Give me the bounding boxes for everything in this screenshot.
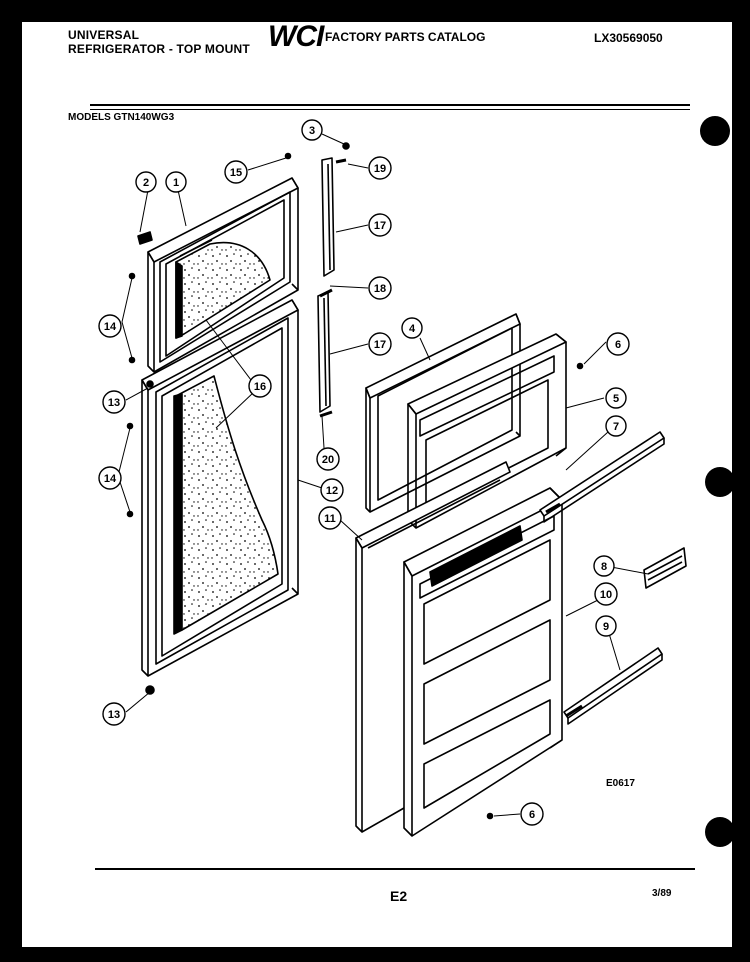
svg-text:19: 19 bbox=[374, 163, 386, 175]
bushing-icon bbox=[146, 380, 154, 388]
callout-17a: 17 bbox=[368, 213, 392, 237]
binder-hole-icon bbox=[705, 467, 735, 497]
handle-cap-icon bbox=[319, 288, 333, 298]
binder-hole-icon bbox=[705, 817, 735, 847]
screw-icon bbox=[576, 362, 584, 370]
svg-text:11: 11 bbox=[324, 513, 336, 525]
freezer-inner-panel bbox=[365, 313, 521, 513]
brand-line-1: UNIVERSAL bbox=[68, 28, 140, 42]
brand-line-2: REFRIGERATOR - TOP MOUNT bbox=[68, 42, 250, 56]
callout-8: 8 bbox=[593, 555, 615, 577]
callout-13b: 13 bbox=[102, 702, 126, 726]
callout-11: 11 bbox=[318, 506, 342, 530]
footer-rule bbox=[95, 868, 695, 870]
fresh-food-gasket bbox=[173, 375, 279, 635]
part-8-bracket bbox=[643, 547, 687, 589]
svg-text:9: 9 bbox=[603, 621, 609, 633]
screw-icon bbox=[126, 510, 134, 518]
handle-cap-icon bbox=[335, 158, 347, 164]
svg-text:15: 15 bbox=[230, 167, 242, 179]
svg-text:4: 4 bbox=[409, 323, 416, 335]
svg-text:17: 17 bbox=[374, 220, 386, 232]
callout-20: 20 bbox=[316, 447, 340, 471]
svg-text:6: 6 bbox=[529, 809, 535, 821]
doc-number: LX30569050 bbox=[594, 31, 663, 45]
models-label: MODELS GTN140WG3 bbox=[68, 112, 175, 123]
callout-group: 2 1 3 15 19 17 18 17 14 13 16 14 20 12 1… bbox=[98, 119, 630, 826]
binder-hole-icon bbox=[700, 116, 730, 146]
svg-text:14: 14 bbox=[104, 321, 117, 333]
shelf-9 bbox=[563, 647, 663, 725]
fresh-food-door-gasket-frame bbox=[355, 461, 511, 833]
header-rule bbox=[90, 104, 690, 106]
svg-text:7: 7 bbox=[613, 421, 619, 433]
svg-text:8: 8 bbox=[601, 561, 607, 573]
freezer-door-panel bbox=[147, 177, 299, 373]
lower-handle bbox=[317, 291, 331, 413]
callout-14a: 14 bbox=[98, 314, 122, 338]
callout-6a: 6 bbox=[606, 332, 630, 356]
callout-12: 12 bbox=[320, 478, 344, 502]
handle-cap-icon bbox=[319, 410, 333, 418]
svg-text:12: 12 bbox=[326, 485, 338, 497]
freezer-gasket bbox=[175, 239, 271, 339]
screw-icon bbox=[486, 812, 494, 820]
callout-3: 3 bbox=[301, 119, 323, 141]
catalog-title: FACTORY PARTS CATALOG bbox=[325, 30, 486, 44]
callout-10: 10 bbox=[594, 582, 618, 606]
leader-lines bbox=[117, 133, 649, 817]
callout-4: 4 bbox=[401, 317, 423, 339]
screw-icon bbox=[342, 142, 350, 150]
callout-5: 5 bbox=[605, 387, 627, 409]
svg-text:16: 16 bbox=[254, 381, 266, 393]
callout-13a: 13 bbox=[102, 390, 126, 414]
page-number: E2 bbox=[390, 888, 408, 904]
svg-text:18: 18 bbox=[374, 283, 386, 295]
callout-16: 16 bbox=[248, 374, 272, 398]
callout-6b: 6 bbox=[520, 802, 544, 826]
callout-15: 15 bbox=[224, 160, 248, 184]
svg-text:5: 5 bbox=[613, 393, 619, 405]
callout-1: 1 bbox=[165, 171, 187, 193]
plug-icon bbox=[284, 152, 292, 160]
svg-text:14: 14 bbox=[104, 473, 117, 485]
callout-2: 2 bbox=[135, 171, 157, 193]
callout-9: 9 bbox=[595, 615, 617, 637]
header-rule-thin bbox=[90, 109, 690, 110]
callout-14b: 14 bbox=[98, 466, 122, 490]
callout-19: 19 bbox=[368, 156, 392, 180]
svg-text:10: 10 bbox=[600, 589, 612, 601]
callout-18a: 18 bbox=[368, 276, 392, 300]
bushing-icon bbox=[145, 685, 155, 695]
wci-logo: WCI bbox=[268, 20, 324, 53]
svg-text:3: 3 bbox=[309, 125, 315, 137]
svg-text:6: 6 bbox=[615, 339, 621, 351]
svg-text:1: 1 bbox=[173, 177, 179, 189]
fresh-food-door-panel bbox=[141, 299, 299, 677]
svg-text:2: 2 bbox=[143, 177, 149, 189]
callout-17b: 17 bbox=[368, 332, 392, 356]
upper-handle bbox=[321, 157, 335, 277]
svg-text:13: 13 bbox=[108, 709, 120, 721]
fresh-food-door-liner bbox=[403, 487, 563, 837]
svg-text:20: 20 bbox=[322, 454, 334, 466]
freezer-door-liner bbox=[407, 333, 567, 529]
diagram-id: E0617 bbox=[606, 778, 635, 789]
svg-text:17: 17 bbox=[374, 339, 386, 351]
revision-date: 3/89 bbox=[652, 888, 672, 899]
shelf-7 bbox=[539, 431, 665, 523]
hinge-bracket-icon bbox=[137, 231, 153, 245]
screw-icon bbox=[126, 422, 134, 430]
screw-icon bbox=[128, 356, 136, 364]
svg-text:13: 13 bbox=[108, 397, 120, 409]
screw-icon bbox=[128, 272, 136, 280]
callout-7: 7 bbox=[605, 415, 627, 437]
